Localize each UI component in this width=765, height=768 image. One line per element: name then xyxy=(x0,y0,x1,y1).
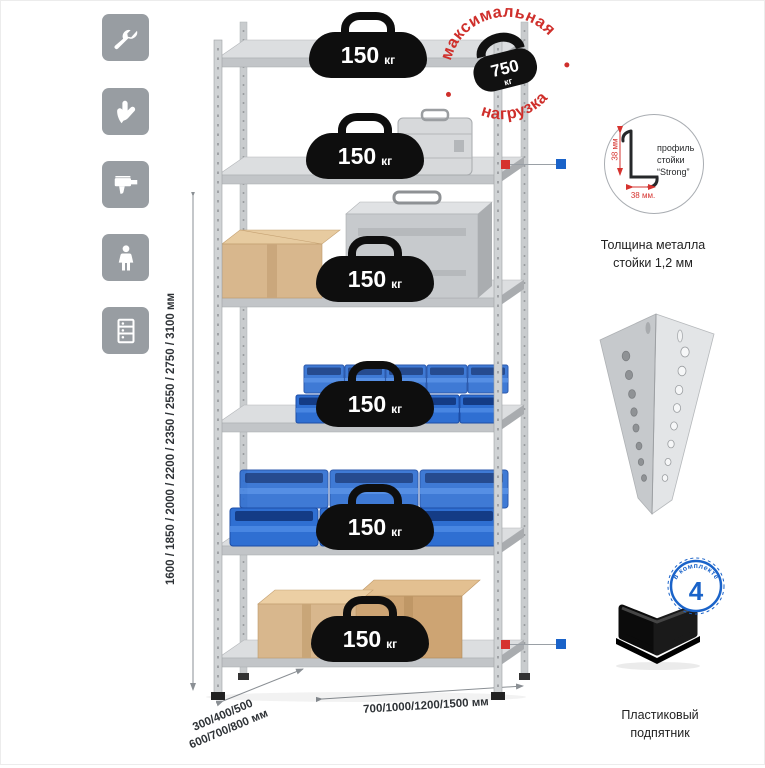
badge-value: 4 xyxy=(689,576,704,606)
weight-handle xyxy=(348,361,402,386)
max-load-stamp: максимальная нагрузка 750 кг xyxy=(428,0,570,131)
weight-unit: кг xyxy=(391,401,403,416)
profile-text-line1: профиль xyxy=(657,143,695,153)
profile-text: профиль стойки “Strong” xyxy=(657,142,694,178)
profile-caption-line2: стойки 1,2 мм xyxy=(613,256,693,271)
weight-unit: кг xyxy=(391,276,403,291)
foot-caption-line1: Пластиковый xyxy=(621,708,699,722)
profile-caption: Толщина металла стойки 1,2 мм xyxy=(586,236,720,272)
height-dimension-line xyxy=(190,192,196,691)
drill-icon xyxy=(114,175,137,194)
weight-handle xyxy=(348,236,402,261)
cardboard-box xyxy=(221,229,341,299)
profile-dim-vertical: 38 мм xyxy=(610,138,620,161)
angle-post-image xyxy=(599,313,715,516)
weight-badge: 150 кг xyxy=(316,236,434,302)
plastic-foot xyxy=(211,692,225,700)
connector-line-bottom xyxy=(505,644,561,645)
stamp-unit: кг xyxy=(503,76,514,88)
feature-tile-tools xyxy=(102,14,149,61)
person-icon xyxy=(118,244,133,270)
weight-badge: 150 кг xyxy=(316,484,434,550)
gloves-icon xyxy=(116,100,135,123)
connector-blue-square-top xyxy=(556,159,566,169)
profile-dim-horizontal: 38 мм. xyxy=(630,191,656,200)
svg-text:нагрузка: нагрузка xyxy=(475,86,554,131)
weight-unit: кг xyxy=(391,524,403,539)
wrench-icon xyxy=(114,29,137,49)
foot-caption: Пластиковый подпятник xyxy=(598,706,722,742)
connector-line-top xyxy=(505,164,561,165)
stamp-weight-body xyxy=(473,48,538,92)
weight-handle xyxy=(343,596,397,621)
weight-value: 150 xyxy=(347,265,387,292)
plastic-foot xyxy=(491,692,505,700)
plastic-foot-image xyxy=(616,604,700,670)
floor-shadow xyxy=(206,692,526,702)
depth-dimension-line xyxy=(216,668,304,707)
weight-body: 150 кг xyxy=(316,381,434,427)
weight-value: 150 xyxy=(347,513,387,540)
height-dimension-label: 1600 / 1850 / 2000 / 2200 / 2350 / 2550 … xyxy=(165,293,177,585)
weight-handle xyxy=(348,484,402,509)
weight-unit: кг xyxy=(384,52,396,67)
rack-icon xyxy=(117,318,134,343)
weight-badge: 150 кг xyxy=(316,361,434,427)
weight-handle xyxy=(338,113,392,138)
weight-badge: 150 кг xyxy=(311,596,429,662)
weight-body: 150 кг xyxy=(311,616,429,662)
profile-text-line2: стойки xyxy=(657,155,685,166)
weight-unit: кг xyxy=(386,636,398,651)
foot-caption-line2: подпятник xyxy=(630,726,690,741)
profile-detail-circle: 38 мм 38 мм. профиль стойки “Strong” xyxy=(604,114,704,214)
weight-value: 150 xyxy=(347,390,387,417)
weight-body: 150 кг xyxy=(316,256,434,302)
width-dimension-line xyxy=(316,683,524,703)
stamp-text-bottom: нагрузка xyxy=(475,86,554,131)
weight-value: 150 xyxy=(342,625,382,652)
connector-red-square-bottom xyxy=(501,640,510,649)
feature-tile-drill xyxy=(102,161,149,208)
connector-blue-square-bottom xyxy=(556,639,566,649)
connector-red-square-top xyxy=(501,160,510,169)
profile-caption-line1: Толщина металла xyxy=(600,238,706,252)
post-holes-right xyxy=(661,346,690,482)
weight-unit: кг xyxy=(381,153,393,168)
profile-text-line3: “Strong” xyxy=(657,167,690,178)
profile-glyph xyxy=(617,126,659,190)
feature-tile-gloves xyxy=(102,88,149,135)
weight-value: 150 xyxy=(340,41,380,68)
weight-value: 150 xyxy=(337,142,377,169)
weight-body: 150 кг xyxy=(316,504,434,550)
weight-handle xyxy=(341,12,395,37)
weight-badge: 150 кг xyxy=(306,113,424,179)
kit-count-badge: в комплекте 4 xyxy=(667,557,725,615)
feature-tile-person xyxy=(102,234,149,281)
weight-body: 150 кг xyxy=(306,133,424,179)
stamp-weight-handle xyxy=(476,32,525,59)
weight-badge: 150 кг xyxy=(309,12,427,78)
feature-tile-rack xyxy=(102,307,149,354)
weight-body: 150 кг xyxy=(309,32,427,78)
post-holes-left xyxy=(621,350,647,482)
